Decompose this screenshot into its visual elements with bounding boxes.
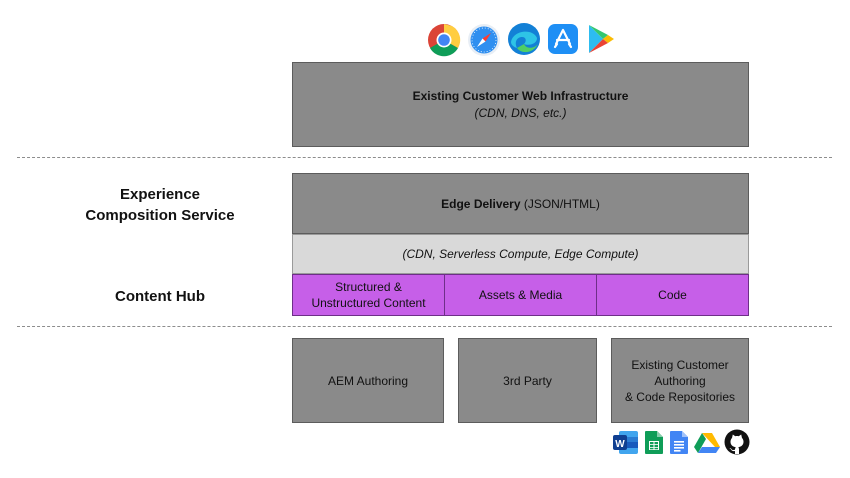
- aem-authoring-text: AEM Authoring: [327, 373, 409, 388]
- third-party-box: 3rd Party: [458, 338, 597, 423]
- experience-composition-label: Experience Composition Service: [60, 184, 260, 226]
- existing-line3: & Code Repositories: [624, 389, 736, 404]
- code-text: Code: [658, 288, 687, 302]
- existing-line1: Existing Customer: [631, 357, 729, 372]
- web-infrastructure-subtitle: (CDN, DNS, etc.): [474, 106, 567, 120]
- web-infrastructure-title: Existing Customer Web Infrastructure: [412, 89, 629, 103]
- experience-label-line2: Composition Service: [85, 207, 235, 224]
- app-store-icon: [547, 23, 579, 55]
- structured-content-cell: Structured & Unstructured Content: [292, 274, 445, 316]
- compute-text: (CDN, Serverless Compute, Edge Compute): [402, 247, 639, 261]
- safari-icon: [467, 23, 501, 57]
- aem-authoring-box: AEM Authoring: [292, 338, 444, 423]
- edge-icon: [507, 22, 541, 56]
- bottom-divider: [17, 326, 832, 327]
- sheets-icon: [644, 430, 664, 455]
- drive-icon: [693, 432, 721, 454]
- svg-text:W: W: [615, 439, 625, 450]
- assets-media-text: Assets & Media: [478, 288, 563, 302]
- structured-line2: Unstructured Content: [311, 296, 426, 310]
- code-cell: Code: [596, 274, 749, 316]
- edge-delivery-title-bold: Edge Delivery: [441, 196, 521, 211]
- experience-label-line1: Experience: [119, 186, 201, 203]
- github-icon: [724, 429, 750, 455]
- third-party-text: 3rd Party: [503, 373, 552, 388]
- existing-authoring-box: Existing Customer Authoring & Code Repos…: [611, 338, 749, 423]
- structured-line1: Structured &: [335, 280, 402, 294]
- google-play-icon: [586, 23, 616, 55]
- chrome-icon: [427, 23, 461, 57]
- edge-delivery-title: Edge Delivery (JSON/HTML): [441, 196, 600, 212]
- existing-line2: Authoring: [654, 373, 706, 388]
- edge-delivery-title-rest: (JSON/HTML): [520, 196, 600, 211]
- edge-delivery-box: Edge Delivery (JSON/HTML): [292, 173, 749, 234]
- top-divider: [17, 157, 832, 158]
- compute-box: (CDN, Serverless Compute, Edge Compute): [292, 234, 749, 274]
- web-infrastructure-box: Existing Customer Web Infrastructure (CD…: [292, 62, 749, 147]
- assets-media-cell: Assets & Media: [444, 274, 597, 316]
- content-hub-label: Content Hub: [115, 288, 205, 305]
- word-icon: W: [612, 430, 639, 455]
- docs-icon: [669, 430, 689, 455]
